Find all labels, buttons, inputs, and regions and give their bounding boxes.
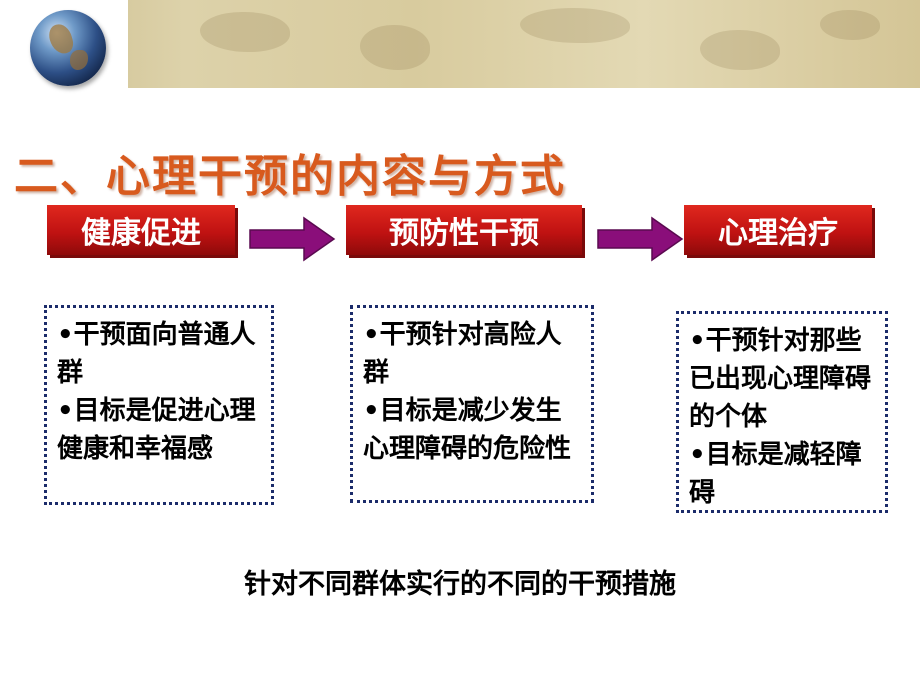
info-line: •干预针对高险人群 (363, 320, 562, 388)
info-line: •目标是促进心理健康和幸福感 (57, 396, 256, 464)
map-decoration (200, 12, 290, 52)
globe-icon (30, 10, 106, 86)
info-line: •干预面向普通人群 (57, 320, 256, 388)
stage-label-preventive-intervention: 预防性干预 (346, 205, 582, 255)
map-decoration (520, 8, 630, 43)
stage-label-psychotherapy: 心理治疗 (684, 205, 872, 255)
header-banner (0, 0, 920, 88)
info-box-health-promotion: •干预面向普通人群 •目标是促进心理健康和幸福感 (44, 305, 274, 505)
info-box-psychotherapy: •干预针对那些已出现心理障碍的个体 •目标是减轻障碍 (676, 311, 888, 513)
right-arrow-icon (249, 216, 336, 262)
info-line: •干预针对那些已出现心理障碍的个体 (689, 326, 872, 432)
right-arrow-icon (597, 216, 684, 262)
map-decoration (360, 25, 430, 70)
map-decoration (820, 10, 880, 40)
map-decoration (700, 30, 780, 70)
stage-label-health-promotion: 健康促进 (47, 205, 235, 255)
info-line: •目标是减少发生心理障碍的危险性 (363, 396, 572, 464)
page-title: 二、心理干预的内容与方式 (14, 151, 566, 202)
footer-caption: 针对不同群体实行的不同的干预措施 (244, 569, 676, 600)
info-line: •目标是减轻障碍 (689, 440, 862, 508)
info-box-preventive-intervention: •干预针对高险人群 •目标是减少发生心理障碍的危险性 (350, 305, 594, 503)
